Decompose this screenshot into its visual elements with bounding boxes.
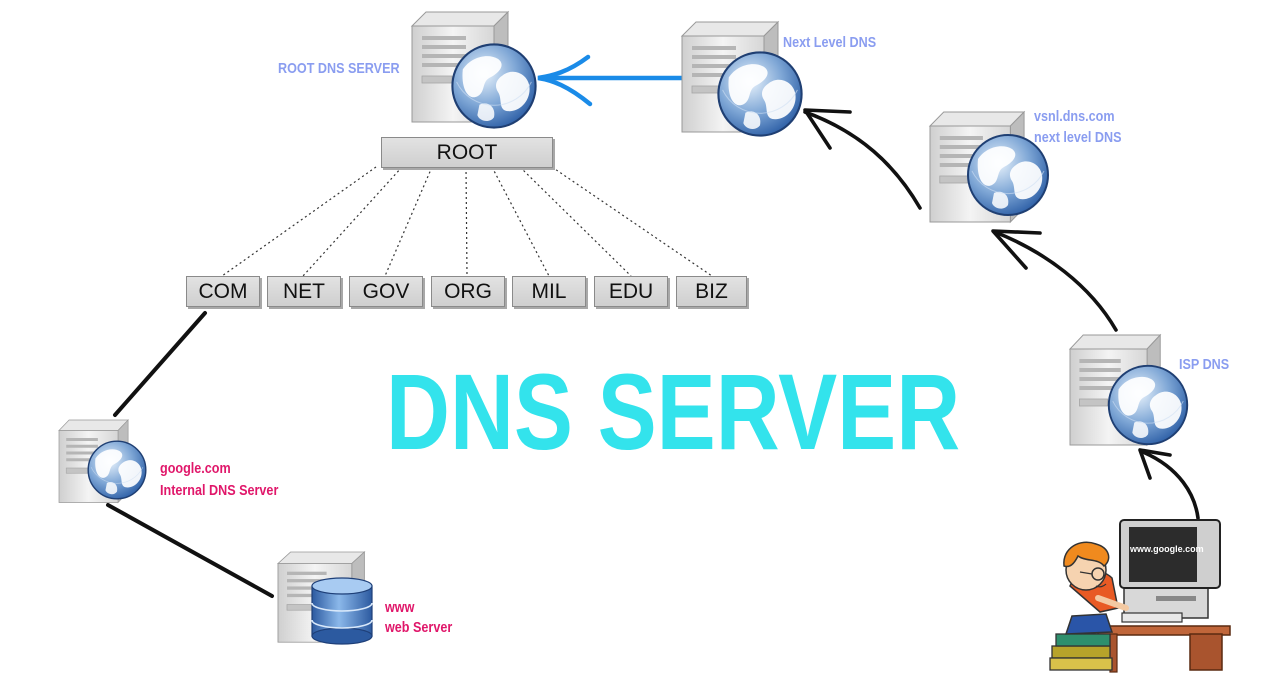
tld-biz: BIZ (676, 276, 747, 307)
google-dns-label-line1: google.com (160, 460, 231, 477)
tld-edu: EDU (594, 276, 668, 307)
vsnl-dns-server-icon (929, 111, 1049, 223)
user-at-computer-illustration: www.google.com (1049, 519, 1231, 673)
blue-arrow (537, 54, 685, 107)
root-dns-server-label: ROOT DNS SERVER (278, 60, 400, 77)
vsnl-dns-label-line2: next level DNS (1034, 129, 1122, 146)
vsnl-dns-label-line1: vsnl.dns.com (1034, 108, 1115, 125)
isp-dns-server-icon (1069, 334, 1189, 446)
next-level-dns-label: Next Level DNS (783, 34, 877, 51)
root-node: ROOT (381, 137, 553, 168)
root-dns-server-icon (411, 11, 537, 129)
screen-url-text: www.google.com (1129, 544, 1204, 554)
google-dns-label-line2: Internal DNS Server (160, 482, 279, 499)
diagram-title: DNS SERVER (386, 351, 961, 472)
com-to-google-line (113, 311, 207, 417)
tld-org: ORG (431, 276, 505, 307)
google-internal-dns-server-icon (58, 419, 147, 503)
tld-net: NET (267, 276, 341, 307)
isp-dns-label: ISP DNS (1179, 356, 1230, 373)
resolution-arrows (803, 108, 1200, 520)
web-server-label-line1: www (385, 599, 415, 616)
tld-mil: MIL (512, 276, 586, 307)
web-server-database-icon (277, 551, 373, 645)
tld-com: COM (186, 276, 260, 307)
google-to-web-line (106, 503, 274, 598)
root-to-tld-lines (221, 166, 713, 277)
tld-gov: GOV (349, 276, 423, 307)
web-server-label-line2: web Server (385, 619, 453, 636)
